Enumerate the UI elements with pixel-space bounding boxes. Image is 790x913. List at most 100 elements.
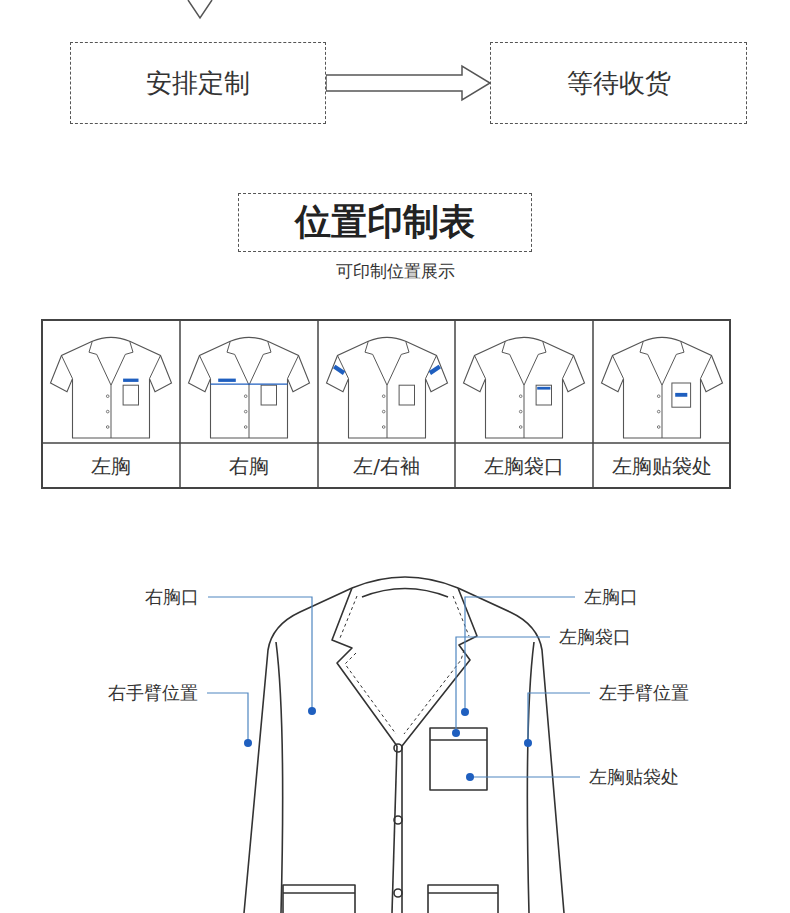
hollow-arrow [326, 66, 490, 100]
process-box: 安排定制 [70, 42, 326, 124]
shirt-button [244, 426, 247, 429]
shirt-pocket [399, 385, 414, 405]
shirt-button [519, 410, 522, 413]
shirt-icons [51, 337, 723, 438]
jacket-button [394, 744, 402, 752]
lower-pocket [428, 885, 498, 913]
print-mark [218, 379, 236, 382]
jacket-lapel [332, 588, 397, 746]
shirt-icon [602, 337, 723, 438]
shirt-icon [464, 337, 585, 438]
shirt-button [106, 395, 109, 398]
shirt-icon [189, 337, 310, 438]
shirt-button [657, 395, 660, 398]
shirt-pocket [261, 385, 276, 405]
jacket-stitch [340, 596, 396, 734]
shirt-button [657, 426, 660, 429]
position-dot [452, 729, 460, 737]
callout-label: 右胸口 [145, 585, 199, 609]
table-rule [592, 320, 594, 488]
table-frame [42, 320, 730, 488]
step-label: 安排定制 [146, 66, 250, 101]
print-mark [675, 393, 687, 397]
position-dot [308, 707, 316, 715]
position-dot [466, 773, 474, 781]
lower-pocket-hem [428, 892, 498, 894]
shirt-detail [475, 341, 574, 438]
jacket-collar [352, 577, 458, 588]
shirt-detail [338, 341, 437, 438]
table-cell: 左胸 [91, 453, 131, 480]
callout-label: 左手臂位置 [599, 681, 689, 705]
step-label: 等待收货 [567, 66, 671, 101]
table-rule [454, 320, 456, 488]
jacket-stitch [404, 596, 469, 734]
shirt-button [382, 426, 385, 429]
shirt-button [106, 426, 109, 429]
jacket-side [276, 642, 283, 913]
callout-label: 右手臂位置 [108, 681, 198, 705]
leader-line [208, 597, 312, 711]
lower-pocket [283, 885, 355, 913]
leader-line [528, 693, 590, 743]
shirt-pocket [536, 385, 551, 405]
shirt-button [244, 410, 247, 413]
leader-lines [207, 597, 590, 777]
chest-pocket [430, 728, 487, 790]
print-mark [430, 367, 440, 374]
table-cell: 左/右袖 [353, 453, 420, 480]
shirt-pocket [123, 385, 138, 405]
jacket-sleeve [244, 588, 352, 913]
shirt-detail [200, 341, 299, 438]
shirt-detail [613, 341, 712, 438]
callout-label: 左胸贴袋处 [589, 765, 679, 789]
process-box: 等待收货 [490, 42, 747, 124]
shirt-outline [464, 337, 585, 438]
jacket [244, 577, 564, 913]
print-mark [211, 384, 288, 385]
table-rule [179, 320, 181, 488]
leader-line [465, 597, 575, 712]
shirt-detail [62, 341, 161, 438]
position-table [42, 320, 730, 488]
print-mark [334, 367, 344, 374]
print-mark [537, 387, 550, 390]
callout-label: 左胸口 [584, 585, 638, 609]
shirt-icon [51, 337, 172, 438]
position-dot [524, 739, 532, 747]
table-rule [42, 442, 730, 444]
chest-pocket-hem [430, 739, 487, 741]
subtitle: 可印制位置展示 [336, 260, 455, 283]
shirt-button [519, 426, 522, 429]
jacket-button [394, 889, 402, 897]
shirt-outline [327, 337, 448, 438]
shirt-button [244, 395, 247, 398]
shirt-icon [327, 337, 448, 438]
lower-pocket-hem [283, 892, 355, 894]
callout-label: 左胸袋口 [559, 625, 631, 649]
shirt-button [519, 395, 522, 398]
jacket-collar [362, 589, 448, 598]
shirt-pocket [672, 383, 691, 407]
table-cell: 左胸袋口 [484, 453, 564, 480]
leader-line [207, 693, 248, 743]
down-chevron [188, 0, 212, 18]
table-cell: 右胸 [229, 453, 269, 480]
table-title: 位置印制表 [238, 193, 532, 252]
table-cell: 左胸贴袋处 [612, 453, 712, 480]
jacket-front [392, 746, 397, 913]
position-dots [244, 707, 532, 781]
shirt-outline [189, 337, 310, 438]
position-dot [244, 739, 252, 747]
leader-line [470, 776, 580, 777]
shirt-outline [602, 337, 723, 438]
position-dot [461, 708, 469, 716]
jacket-button [394, 816, 402, 824]
table-rule [317, 320, 319, 488]
shirt-button [106, 410, 109, 413]
print-mark [123, 379, 138, 382]
shirt-button [657, 410, 660, 413]
shirt-outline [51, 337, 172, 438]
leader-line [456, 637, 550, 733]
